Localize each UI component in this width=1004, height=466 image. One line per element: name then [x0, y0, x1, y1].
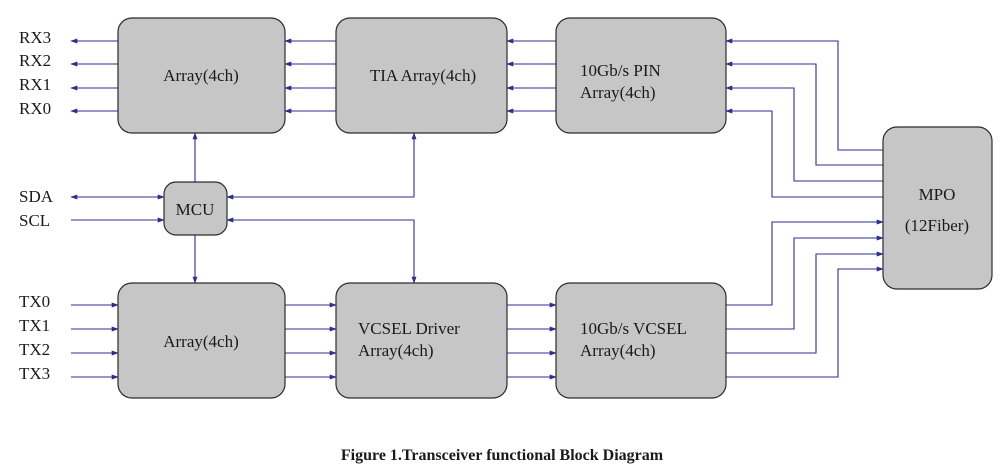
rx-array-label: Array(4ch) [163, 66, 239, 85]
port-label-tx1: TX1 [19, 316, 50, 335]
mpo-to-pin-wire-ch0 [725, 108, 883, 198]
mcu-driver-wire [226, 217, 417, 284]
mpo-label-1: MPO [919, 185, 956, 204]
port-label-rx1: RX1 [19, 75, 51, 94]
mpo-to-pin-wire-ch3 [725, 38, 883, 151]
mcu-label: MCU [176, 200, 215, 219]
rx-array-block: Array(4ch) [117, 17, 286, 134]
tia-array-block: TIA Array(4ch) [335, 17, 508, 134]
mcu-block: MCU [163, 181, 228, 236]
mpo-block: MPO (12Fiber) [882, 126, 993, 290]
pin-array-block: 10Gb/s PIN Array(4ch) [555, 17, 727, 134]
vcsel-array-block: 10Gb/s VCSEL Array(4ch) [555, 282, 727, 399]
mpo-label-2: (12Fiber) [905, 216, 969, 235]
vcsel-to-mpo-wire-ch2 [726, 251, 884, 354]
tia-array-label: TIA Array(4ch) [370, 66, 476, 85]
pin-array-label-1: 10Gb/s PIN [580, 61, 661, 80]
port-label-tx2: TX2 [19, 340, 50, 359]
port-label-scl: SCL [19, 211, 50, 230]
vcsel-to-mpo-wire-ch0 [726, 219, 884, 306]
port-label-rx0: RX0 [19, 99, 51, 118]
connection-wires [70, 38, 884, 380]
mpo-to-pin-wire-ch1 [725, 85, 883, 182]
mcu-tia-wire [226, 132, 417, 200]
tx-array-block: Array(4ch) [117, 282, 286, 399]
port-label-tx3: TX3 [19, 364, 50, 383]
vcsel-array-label-2: Array(4ch) [580, 341, 656, 360]
vcsel-to-mpo-wire-ch3 [726, 266, 884, 378]
tx-array-label: Array(4ch) [163, 332, 239, 351]
vcsel-driver-label-1: VCSEL Driver [358, 319, 460, 338]
vcsel-array-label-1: 10Gb/s VCSEL [580, 319, 687, 338]
port-label-rx3: RX3 [19, 28, 51, 47]
port-label-tx0: TX0 [19, 292, 50, 311]
figure-caption: Figure 1.Transceiver functional Block Di… [341, 447, 664, 464]
vcsel-driver-label-2: Array(4ch) [358, 341, 434, 360]
pin-array-label-2: Array(4ch) [580, 83, 656, 102]
vcsel-driver-block: VCSEL Driver Array(4ch) [335, 282, 508, 399]
port-label-sda: SDA [19, 187, 54, 206]
port-label-rx2: RX2 [19, 51, 51, 70]
mpo-to-pin-wire-ch2 [725, 61, 883, 166]
vcsel-to-mpo-wire-ch1 [726, 235, 884, 330]
